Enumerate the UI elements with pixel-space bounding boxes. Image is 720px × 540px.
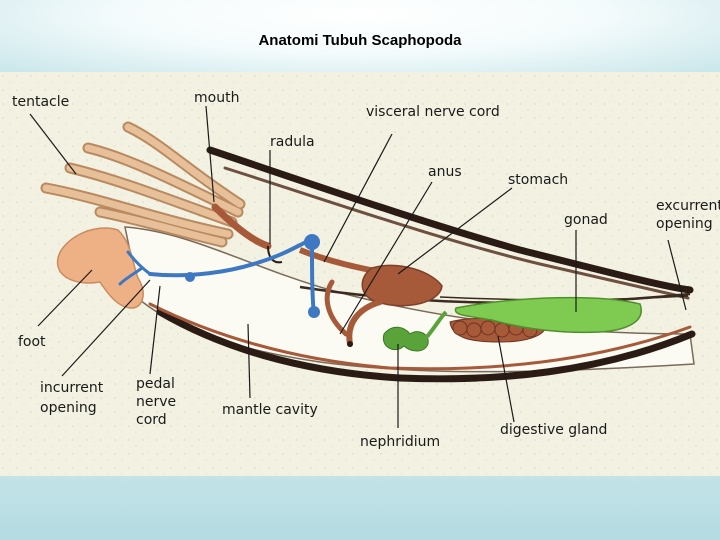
label-tentacle: tentacle [12, 94, 69, 110]
labels: tentacle mouth visceral nerve cord radul… [12, 90, 720, 450]
stomach-organ [361, 264, 443, 307]
scaphopod-anatomy-figure: tentacle mouth visceral nerve cord radul… [0, 72, 720, 476]
shell [124, 146, 696, 383]
label-incurrent-opening: opening [40, 400, 97, 416]
slide-title: Anatomi Tubuh Scaphopoda [258, 32, 462, 49]
pedal-ganglion [308, 306, 320, 318]
label-foot: foot [18, 334, 46, 350]
label-nephridium: nephridium [360, 434, 440, 450]
leader-lines [29, 105, 687, 428]
label-mantle-cavity: mantle cavity [222, 402, 318, 418]
label-gonad: gonad [564, 212, 608, 228]
tentacles [40, 121, 246, 248]
label-digestive-gland: digestive gland [500, 422, 607, 438]
nervous-system [118, 234, 320, 318]
label-excurrent: excurrent [656, 198, 720, 214]
anus-point [347, 341, 353, 347]
label-visceral-nerve-cord: visceral nerve cord [366, 104, 500, 120]
label-anus: anus [428, 164, 462, 180]
label-pedal-nerve-cord: cord [136, 412, 167, 428]
label-excurrent-opening: opening [656, 216, 713, 232]
label-incurrent: incurrent [40, 380, 104, 396]
anatomy-diagram: tentacle mouth visceral nerve cord radul… [0, 72, 720, 476]
gonad-organ [454, 296, 642, 334]
label-pedal-nerve: nerve [136, 394, 176, 410]
cerebral-ganglion [304, 234, 320, 250]
slide-header-band [0, 0, 720, 72]
label-radula: radula [270, 134, 315, 150]
nephridium-organ [382, 310, 448, 352]
label-stomach: stomach [508, 172, 568, 188]
foot-organ [56, 227, 144, 309]
label-pedal: pedal [136, 376, 175, 392]
slide-footer-band [0, 476, 720, 540]
label-mouth: mouth [194, 90, 239, 106]
